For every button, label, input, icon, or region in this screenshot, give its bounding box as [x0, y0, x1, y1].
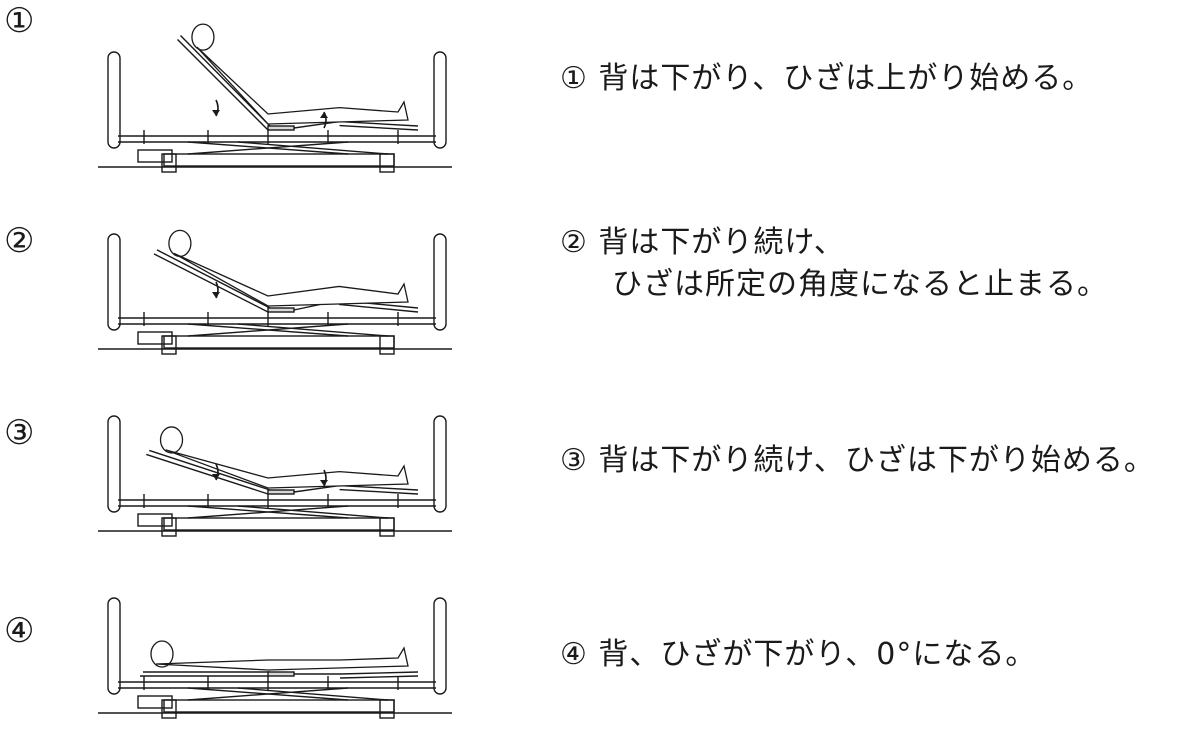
step-caption: ④ 背、ひざが下がり、0°になる。 [560, 634, 1036, 676]
caption-line: ② 背は下がり続け、 [560, 225, 845, 260]
step-number: ② [4, 221, 35, 261]
back-arrow-head [212, 474, 220, 480]
bed-illustration [98, 186, 452, 364]
knee-arrow [320, 111, 328, 129]
bed-frame [98, 597, 452, 719]
scissor-link [237, 323, 389, 337]
footboard [433, 51, 447, 149]
seat-section [267, 125, 295, 131]
bed-illustration [98, 4, 452, 182]
knee-arrow-head [320, 112, 328, 118]
leg-section [339, 124, 419, 131]
step-caption: ③ 背は下がり続け、ひざは下がり始める。 [560, 440, 1155, 482]
leg-head [161, 153, 177, 173]
footboard [433, 233, 447, 331]
person-figure [159, 426, 409, 489]
leg-foot [379, 699, 395, 719]
scissor-link [187, 141, 349, 155]
leg-foot [379, 335, 395, 355]
knee-arrow-head [320, 480, 328, 486]
scissor-link [187, 505, 349, 519]
headboard [107, 51, 121, 149]
seat-section [267, 307, 295, 313]
leg-section [339, 484, 419, 491]
step-caption: ① 背は下がり、ひざは上がり始める。 [560, 58, 1093, 100]
headboard [107, 415, 121, 513]
person-figure [150, 640, 409, 671]
bed-frame [98, 233, 452, 355]
step-number: ④ [4, 611, 35, 651]
motor-housing [137, 331, 173, 345]
scissor-link [187, 687, 349, 701]
headboard [107, 233, 121, 331]
leg-head [161, 699, 177, 719]
step-number: ③ [4, 413, 35, 453]
step-3: ③ ③ 背は下がり続け、ひざは下がり始める。 [0, 364, 1180, 546]
back-section [153, 253, 269, 313]
leg-section [339, 488, 419, 495]
step-2: ② ② 背は下がり続け、 ひざは所定の角度になると止まる。 [0, 182, 1180, 364]
base-frame [163, 153, 395, 167]
caption-line: ④ 背、ひざが下がり、0°になる。 [560, 637, 1037, 672]
back-section [149, 449, 271, 491]
back-arrow [212, 463, 220, 481]
motor-housing [137, 149, 173, 163]
person-body [196, 46, 409, 125]
knee-arrow [320, 469, 328, 487]
person-figure [168, 229, 409, 307]
back-arrow-head [212, 292, 220, 298]
motor-housing [137, 513, 173, 527]
base-frame [163, 517, 395, 531]
person-head [191, 23, 215, 51]
bed-frame [98, 34, 452, 173]
leg-section [339, 675, 419, 679]
headboard [107, 597, 121, 695]
seat-section [267, 671, 295, 677]
scissor-link [187, 323, 349, 337]
step-4: ④ ④ 背、ひざが下がり、0°になる。 [0, 546, 1180, 729]
leg-section [339, 671, 419, 675]
back-arrow [212, 99, 220, 117]
base-frame [163, 699, 395, 713]
bed-illustration [98, 368, 452, 546]
step-1: ① ① 背は下がり、ひざは上がり始める。 [0, 0, 1180, 182]
scissor-link [237, 141, 389, 155]
back-arrow-head [212, 110, 220, 116]
back-arrow [212, 281, 220, 299]
leg-section [339, 120, 419, 127]
back-section [176, 38, 269, 131]
person-body [165, 449, 409, 489]
scissor-link [237, 687, 389, 701]
seat-section [267, 489, 295, 495]
leg-section [338, 303, 419, 313]
back-section [156, 249, 271, 309]
leg-head [161, 335, 177, 355]
bed-illustration [98, 550, 452, 728]
caption-line: ③ 背は下がり続け、ひざは下がり始める。 [560, 443, 1155, 478]
leg-foot [379, 517, 395, 537]
person-body [155, 646, 409, 671]
footboard [433, 597, 447, 695]
scissor-link [237, 505, 389, 519]
leg-head [161, 517, 177, 537]
base-frame [163, 335, 395, 349]
bed-frame [98, 415, 452, 537]
step-caption: ② 背は下がり続け、 ひざは所定の角度になると止まる。 [560, 222, 1108, 306]
footboard [433, 415, 447, 513]
person-head [150, 640, 174, 668]
person-head [168, 229, 192, 258]
leg-foot [379, 153, 395, 173]
person-head [159, 426, 184, 454]
person-body [173, 252, 409, 307]
person-figure [191, 23, 409, 125]
back-section [146, 453, 269, 495]
motor-housing [137, 695, 173, 709]
step-number: ① [4, 1, 35, 41]
caption-line: ひざは所定の角度になると止まる。 [612, 267, 1108, 302]
caption-line: ① 背は下がり、ひざは上がり始める。 [560, 61, 1094, 96]
